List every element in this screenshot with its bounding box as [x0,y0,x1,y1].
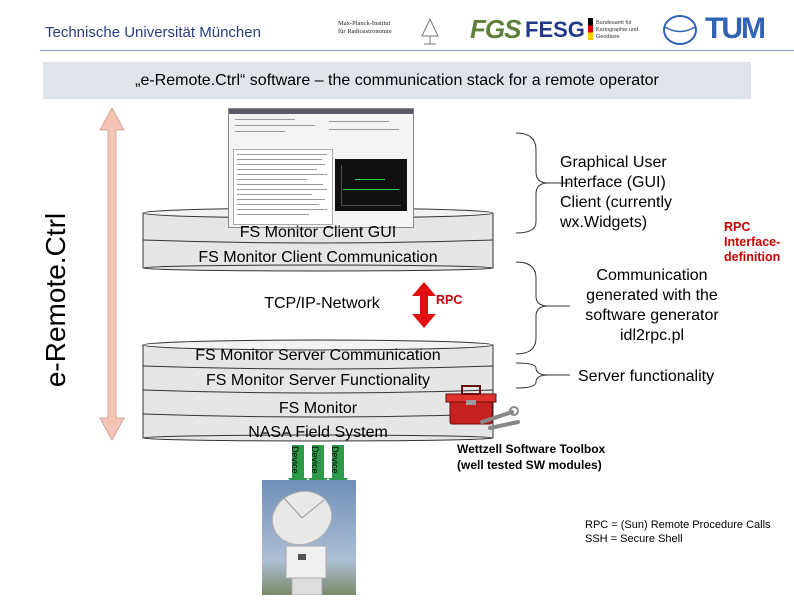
server-brace [515,362,549,389]
rpc-double-arrow [412,282,436,328]
device-label: Device [310,446,320,474]
gui-titlebar [229,109,413,114]
layer-tcp-ip-network: TCP/IP-Network [264,295,380,312]
gui-brace [515,132,549,234]
right-braces [515,132,570,389]
antenna-logo-icon [421,17,439,45]
globe-logo-icon [663,15,697,45]
fgs-logo: FGS [470,14,521,44]
rpc-label: RPC [436,293,463,307]
communication-annotation: Communication generated with the softwar… [585,267,719,344]
layer-nasa-field-system: NASA Field System [248,424,388,441]
rpc-interface-definition-label: RPC Interface- definition [724,220,781,264]
gui-log-panel [233,149,333,225]
header-divider [40,50,794,51]
device-label: Device [330,446,340,474]
mpi-logo: Max-Planck-Institut für Radioastronomie [338,20,392,35]
abbreviation-legend: RPC = (Sun) Remote Procedure Calls SSH =… [585,518,771,546]
fesg-logo: FESG [525,17,585,42]
radio-telescope-icon [271,491,333,596]
german-flag-icon [588,18,593,40]
layer-client-gui: FS Monitor Client GUI [239,224,397,241]
layer-server-communication: FS Monitor Server Communication [195,347,441,364]
bkg-logo: Bundesamt für Kartographie und Geodäsie [596,20,639,40]
legend-ssh: SSH = Secure Shell [585,533,683,545]
slide-title: „e-Remote.Ctrl“ software – the communica… [135,72,659,89]
gui-annotation: Graphical User Interface (GUI) Client (c… [560,154,673,231]
tum-logo: TUM [705,12,766,45]
e-remote-ctrl-double-arrow [99,107,125,441]
legend-rpc: RPC = (Sun) Remote Procedure Calls [585,519,771,531]
toolbox-icon [445,385,520,430]
layer-client-communication: FS Monitor Client Communication [198,249,438,266]
server-functionality-annotation: Server functionality [578,368,715,385]
communication-brace [515,261,549,355]
server-disk-stack [142,339,494,442]
radio-telescope-photo [262,480,356,596]
title-banner [43,62,751,99]
toolbox-annotation: Wettzell Software Toolbox (well tested S… [457,442,606,472]
layer-server-functionality: FS Monitor Server Functionality [205,372,431,389]
gui-plot-panel [335,159,407,211]
layer-fs-monitor: FS Monitor [278,400,358,417]
university-name: Technische Universität München [45,24,261,41]
device-label: Device [290,446,300,474]
gui-screenshot [228,108,414,228]
